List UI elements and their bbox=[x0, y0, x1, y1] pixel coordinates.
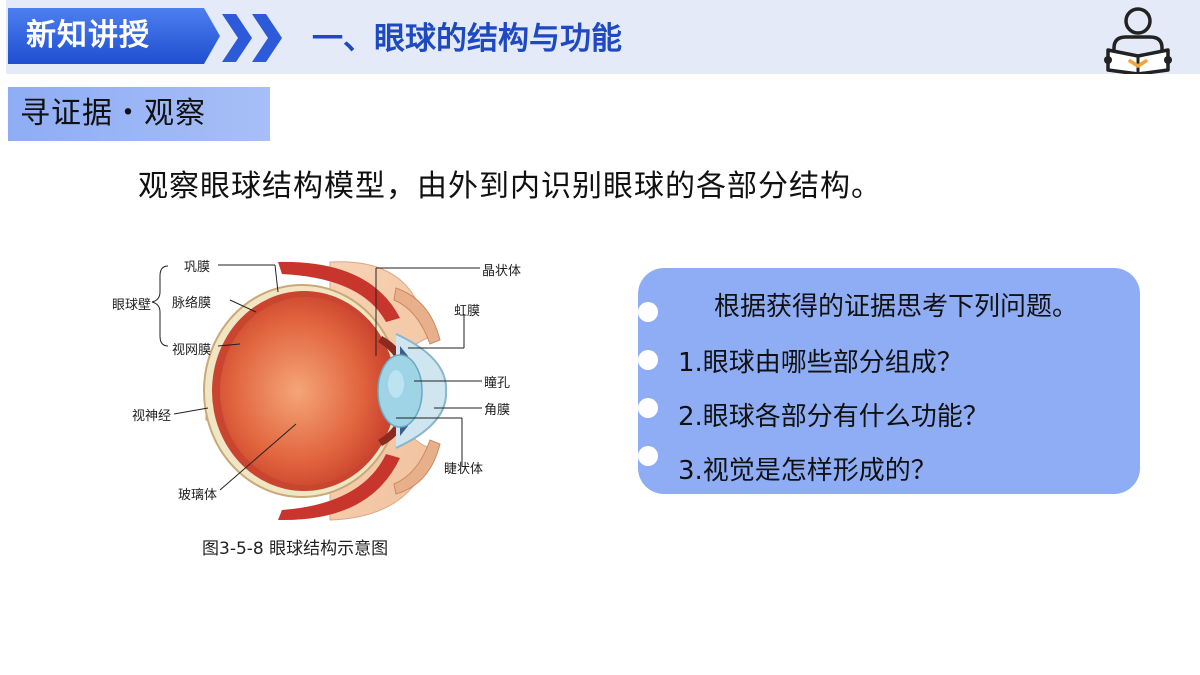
eye-illustration bbox=[151, 261, 482, 521]
subheader-label: 寻证据・观察 bbox=[8, 87, 270, 141]
intro-text: 观察眼球结构模型，由外到内识别眼球的各部分结构。 bbox=[138, 169, 882, 204]
chevron-right-icon bbox=[252, 14, 282, 62]
label-eyeball-wall: 眼球壁 bbox=[112, 298, 152, 313]
label-lens: 晶状体 bbox=[482, 264, 522, 279]
label-sclera: 巩膜 bbox=[184, 260, 211, 275]
label-cornea: 角膜 bbox=[484, 403, 511, 418]
label-optic-nerve: 视神经 bbox=[132, 409, 172, 424]
label-ciliary-body: 睫状体 bbox=[444, 462, 484, 477]
bullet-dot bbox=[638, 302, 658, 322]
section-badge: 新知讲授 bbox=[8, 8, 220, 64]
label-vitreous: 玻璃体 bbox=[178, 488, 218, 503]
questions-panel bbox=[638, 268, 1140, 494]
question-1: 1.眼球由哪些部分组成？ bbox=[678, 348, 963, 378]
eye-diagram: 巩膜 脉络膜 视网膜 眼球壁 视神经 玻璃体 晶状体 虹膜 瞳孔 角膜 睫状体 bbox=[100, 248, 560, 568]
label-pupil: 瞳孔 bbox=[484, 376, 511, 391]
section-title: 一、眼球的结构与功能 bbox=[312, 21, 622, 57]
label-choroid: 脉络膜 bbox=[172, 296, 212, 311]
figure-caption: 图3-5-8 眼球结构示意图 bbox=[202, 539, 389, 559]
bullet-dot bbox=[638, 350, 658, 370]
label-retina: 视网膜 bbox=[172, 343, 212, 358]
question-2: 2.眼球各部分有什么功能？ bbox=[678, 402, 989, 432]
label-iris: 虹膜 bbox=[454, 304, 481, 319]
questions-prompt: 根据获得的证据思考下列问题。 bbox=[714, 292, 1079, 322]
chevron-right-icon bbox=[222, 14, 252, 62]
question-3: 3.视觉是怎样形成的？ bbox=[678, 456, 937, 486]
reading-person-icon bbox=[1104, 7, 1172, 74]
bullet-dot bbox=[638, 446, 658, 466]
bullet-dot bbox=[638, 398, 658, 418]
